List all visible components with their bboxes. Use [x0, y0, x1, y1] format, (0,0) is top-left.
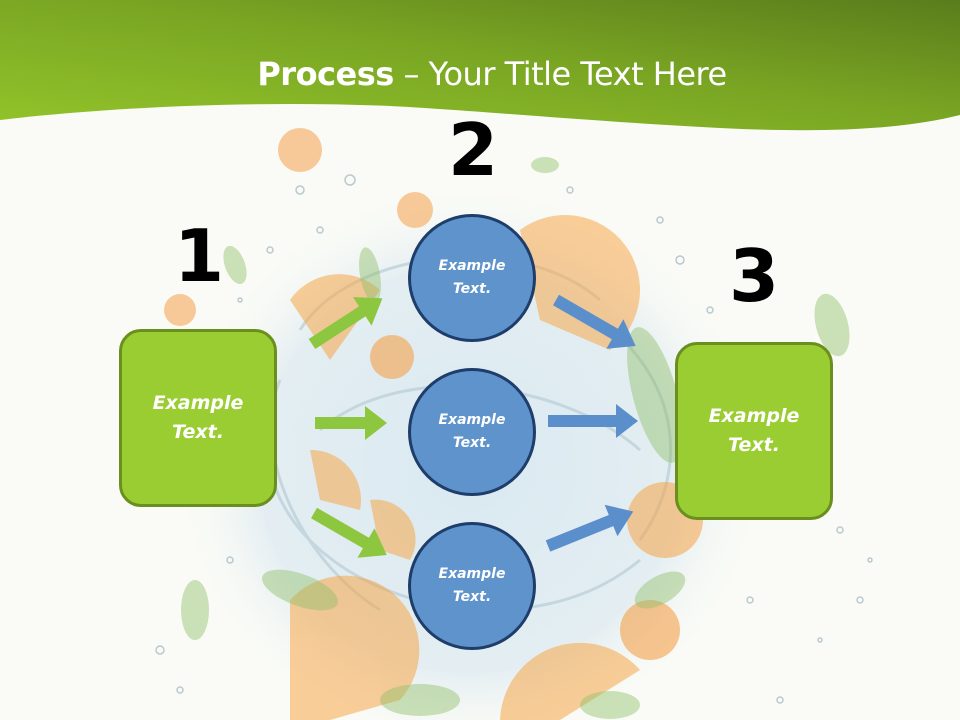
step-number-2: 2	[447, 108, 499, 192]
step-1-box[interactable]: Example Text.	[119, 329, 277, 507]
step-2-circle-top[interactable]: Example Text.	[408, 214, 536, 342]
step-2-circle-middle[interactable]: Example Text.	[408, 368, 536, 496]
step-1-label-line2: Text.	[172, 421, 224, 443]
title-rest: – Your Title Text Here	[393, 55, 727, 93]
title-bold: Process	[257, 55, 394, 93]
step-3-label-line1: Example	[708, 405, 800, 427]
circle-bottom-label-line1: Example	[438, 566, 506, 582]
step-2-circle-bottom[interactable]: Example Text.	[408, 522, 536, 650]
step-3-box[interactable]: Example Text.	[675, 342, 833, 520]
circle-middle-label-line2: Text.	[452, 435, 492, 451]
step-3-label-line2: Text.	[728, 434, 780, 456]
step-1-label-line1: Example	[152, 392, 244, 414]
circle-top-label-line2: Text.	[452, 281, 492, 297]
slide-title: Process – Your Title Text Here	[0, 52, 960, 96]
circle-top-label-line1: Example	[438, 258, 506, 274]
header-band	[0, 0, 960, 131]
step-number-3: 3	[728, 234, 780, 318]
circle-middle-label-line1: Example	[438, 412, 506, 428]
step-number-1: 1	[173, 214, 225, 298]
circle-bottom-label-line2: Text.	[452, 589, 492, 605]
